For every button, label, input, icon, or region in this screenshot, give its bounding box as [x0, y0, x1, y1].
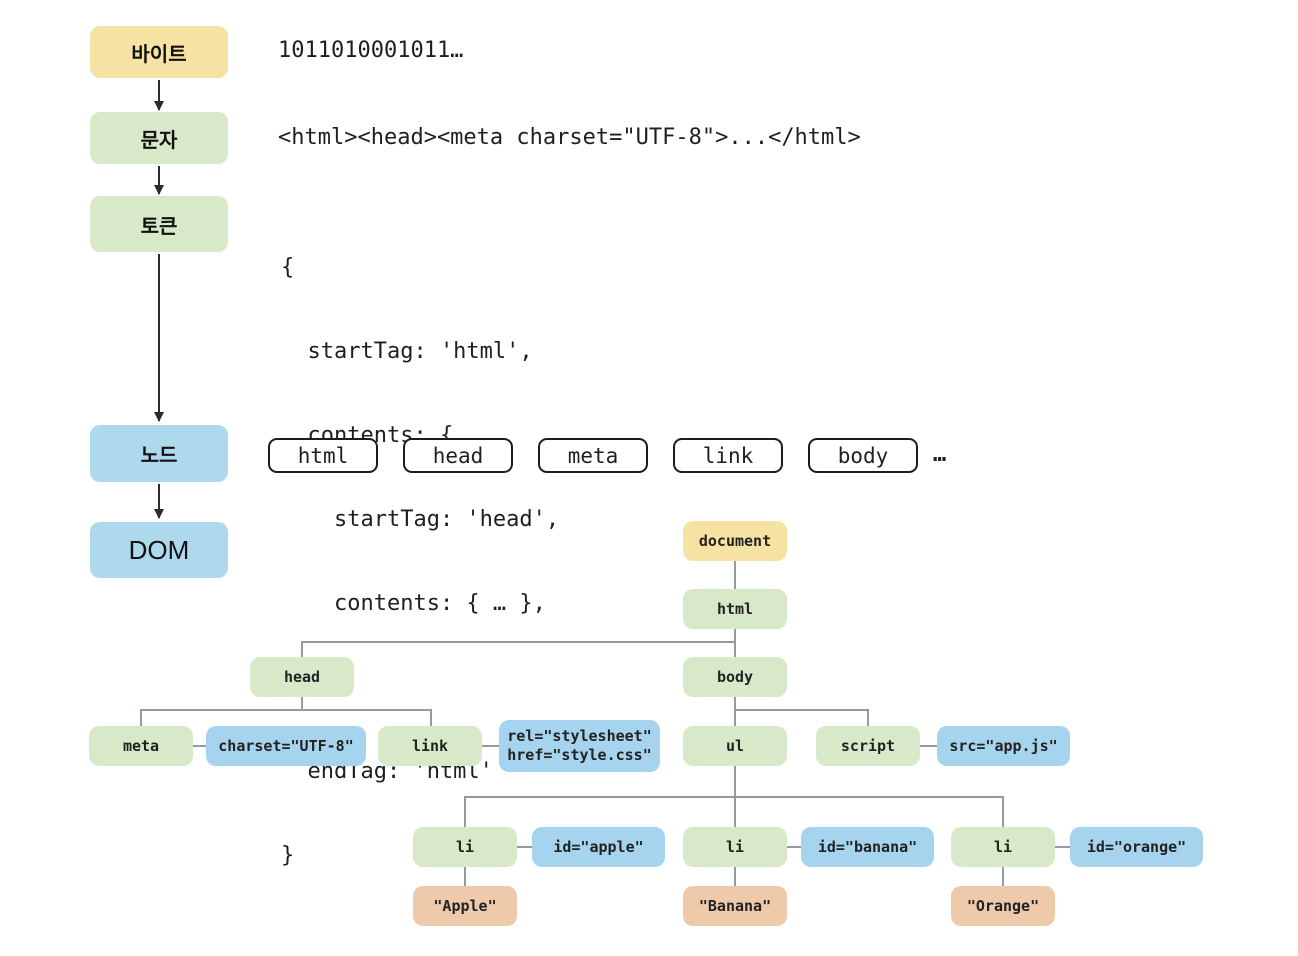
connector-li-orange-attr	[1055, 846, 1070, 848]
node-example-body: body	[808, 438, 918, 473]
stage-dom: DOM	[90, 522, 228, 578]
connector-li-apple-attr	[517, 846, 532, 848]
connector-li-apple-text	[464, 867, 466, 886]
dom-node-link: link	[378, 726, 482, 766]
token-line: startTag: 'html',	[281, 339, 533, 364]
dom-attr-rel-href: rel="stylesheet" href="style.css"	[499, 720, 660, 772]
arrow-bytes-to-chars	[154, 80, 163, 111]
dom-node-meta: meta	[89, 726, 193, 766]
connector-drop-link	[430, 709, 432, 726]
dom-attr-rel-line: rel="stylesheet"	[507, 727, 652, 745]
dom-node-head: head	[250, 657, 354, 697]
arrow-tokens-to-nodes	[154, 254, 163, 422]
dom-text-orange: "Orange"	[951, 886, 1055, 926]
dom-attr-charset: charset="UTF-8"	[206, 726, 366, 766]
connector-drop-meta	[140, 709, 142, 726]
dom-node-ul: ul	[683, 726, 787, 766]
stage-nodes: 노드	[90, 425, 228, 482]
dom-attr-href-line: href="style.css"	[507, 746, 652, 764]
connector-head-children	[140, 709, 431, 711]
connector-ul-children	[464, 796, 1004, 798]
connector-drop-li-orange	[1002, 796, 1004, 827]
connector-html-down	[734, 629, 736, 657]
stage-tokens: 토큰	[90, 196, 228, 252]
connector-head-down	[301, 697, 303, 709]
dom-node-body: body	[683, 657, 787, 697]
dom-node-li-apple: li	[413, 827, 517, 867]
token-line: contents: { … },	[281, 591, 546, 616]
dom-node-li-orange: li	[951, 827, 1055, 867]
connector-li-banana-attr	[787, 846, 801, 848]
connector-link-attr	[482, 745, 499, 747]
stage-chars: 문자	[90, 112, 228, 164]
dom-attr-id-orange: id="orange"	[1070, 827, 1203, 867]
arrow-nodes-to-dom	[154, 484, 163, 519]
node-example-head: head	[403, 438, 513, 473]
connector-html-children	[301, 641, 735, 643]
node-example-meta: meta	[538, 438, 648, 473]
token-line: startTag: 'head',	[281, 507, 560, 532]
stage-bytes: 바이트	[90, 26, 228, 78]
token-line: {	[281, 255, 295, 280]
node-example-link: link	[673, 438, 783, 473]
connector-li-orange-text	[1002, 867, 1004, 886]
connector-meta-attr	[193, 745, 206, 747]
dom-node-html: html	[683, 589, 787, 629]
connector-drop-head	[301, 641, 303, 657]
dom-text-apple: "Apple"	[413, 886, 517, 926]
arrow-chars-to-tokens	[154, 166, 163, 195]
dom-attr-id-banana: id="banana"	[801, 827, 934, 867]
connector-body-ul	[734, 697, 736, 726]
dom-node-document: document	[683, 521, 787, 561]
connector-document-html	[734, 561, 736, 589]
node-examples-ellipsis: …	[933, 442, 947, 467]
dom-text-banana: "Banana"	[683, 886, 787, 926]
connector-body-children	[734, 709, 868, 711]
dom-attr-id-apple: id="apple"	[532, 827, 665, 867]
dom-attr-src: src="app.js"	[937, 726, 1070, 766]
bytes-example-text: 1011010001011…	[278, 38, 464, 63]
node-example-html: html	[268, 438, 378, 473]
token-example-block: { startTag: 'html', contents: { startTag…	[281, 198, 559, 926]
connector-script-attr	[920, 745, 937, 747]
dom-node-li-banana: li	[683, 827, 787, 867]
connector-drop-script	[867, 709, 869, 726]
token-line: }	[281, 843, 295, 868]
connector-li-banana-text	[734, 867, 736, 886]
chars-example-text: <html><head><meta charset="UTF-8">...</h…	[278, 125, 861, 150]
connector-drop-li-apple	[464, 796, 466, 827]
dom-node-script: script	[816, 726, 920, 766]
